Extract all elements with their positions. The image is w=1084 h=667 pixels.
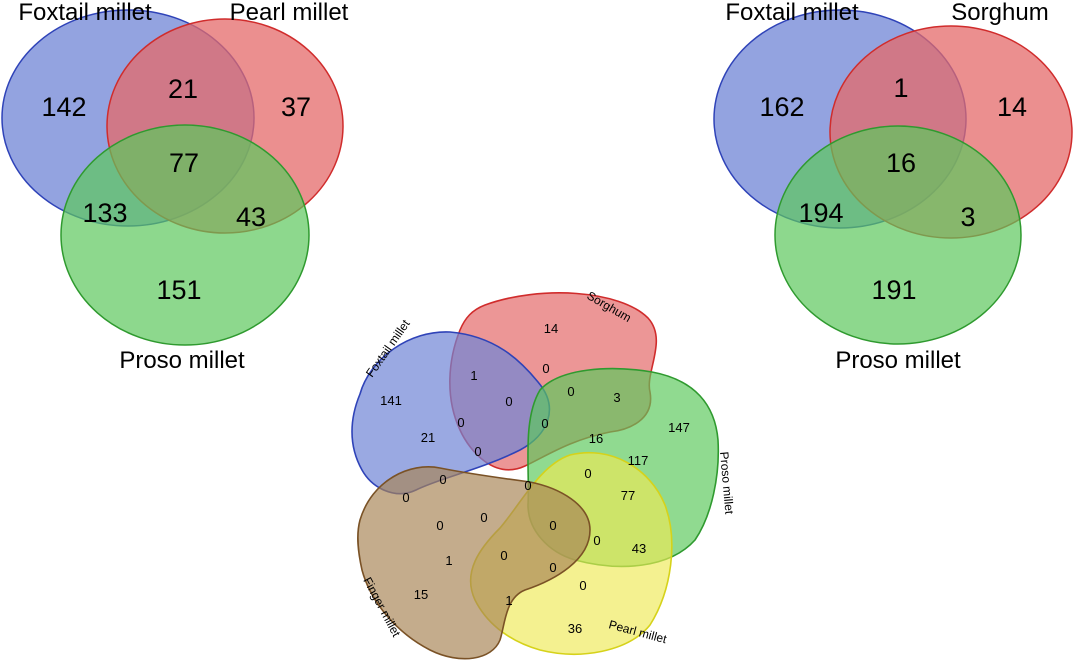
venn-five-count: 0: [549, 518, 556, 533]
venn-five-count: 0: [541, 416, 548, 431]
venn-five-count: 1: [470, 368, 477, 383]
venn-right-count-proso-only: 191: [871, 275, 916, 305]
venn-five-count: 0: [480, 510, 487, 525]
venn-five-count: 43: [632, 541, 646, 556]
venn-five-count: 36: [568, 621, 582, 636]
venn-five-count: 77: [621, 488, 635, 503]
venn-right-label-sorghum: Sorghum: [951, 0, 1048, 26]
venn-five-label-proso: Proso millet: [717, 451, 736, 515]
venn-five-count: 0: [436, 518, 443, 533]
venn-five-count: 16: [589, 431, 603, 446]
venn-five-count: 0: [402, 490, 409, 505]
venn-five-count: 15: [414, 587, 428, 602]
venn-right-label-proso: Proso millet: [835, 347, 961, 374]
venn-five-shape-finger: [357, 466, 591, 660]
venn-right: Foxtail millet Sorghum Proso millet 162 …: [713, 0, 1073, 374]
venn-left-label-pearl: Pearl millet: [230, 0, 349, 26]
venn-five-count: 1: [505, 593, 512, 608]
venn-five-count: 0: [439, 472, 446, 487]
venn-five-count: 0: [457, 415, 464, 430]
venn-five-count: 0: [524, 478, 531, 493]
venn-right-label-foxtail: Foxtail millet: [725, 0, 859, 26]
venn-right-count-sorghum-only: 14: [997, 92, 1027, 122]
venn-right-count-foxtail-proso: 194: [798, 198, 843, 228]
venn-left: Foxtail millet Pearl millet Proso millet…: [1, 0, 349, 374]
venn-five-count: 0: [584, 466, 591, 481]
venn-five-count: 0: [593, 533, 600, 548]
venn-left-count-foxtail-pearl: 21: [168, 74, 198, 104]
venn-five-count: 0: [474, 444, 481, 459]
venn-five-shape-foxtail: [351, 331, 551, 495]
venn-left-label-proso: Proso millet: [119, 347, 245, 374]
venn-five: Foxtail millet Sorghum Proso millet Pear…: [351, 288, 736, 660]
venn-left-count-pearl-only: 37: [281, 92, 311, 122]
venn-right-count-all: 16: [886, 148, 916, 178]
venn-five-count: 3: [613, 390, 620, 405]
venn-five-count: 14: [544, 321, 558, 336]
venn-five-count: 0: [542, 361, 549, 376]
venn-left-circle-proso: [60, 124, 310, 346]
venn-five-count: 0: [549, 560, 556, 575]
venn-right-count-foxtail-sorghum: 1: [893, 73, 908, 103]
venn-left-count-foxtail-only: 142: [41, 92, 86, 122]
venn-five-count: 21: [421, 430, 435, 445]
venn-left-count-proso-only: 151: [156, 275, 201, 305]
venn-right-count-foxtail-only: 162: [759, 92, 804, 122]
venn-left-count-all: 77: [169, 148, 199, 178]
venn-right-count-sorghum-proso: 3: [960, 202, 975, 232]
venn-five-count: 0: [567, 384, 574, 399]
venn-five-count: 0: [500, 548, 507, 563]
venn-five-count: 147: [668, 420, 690, 435]
venn-five-count: 141: [380, 393, 402, 408]
venn-left-label-foxtail: Foxtail millet: [18, 0, 152, 26]
venn-five-count: 117: [628, 453, 649, 468]
venn-left-count-pearl-proso: 43: [236, 202, 266, 232]
venn-five-count: 1: [445, 553, 452, 568]
venn-left-count-foxtail-proso: 133: [82, 198, 127, 228]
venn-five-count: 0: [505, 394, 512, 409]
venn-right-circle-proso: [774, 125, 1022, 345]
venn-five-count: 0: [579, 578, 586, 593]
